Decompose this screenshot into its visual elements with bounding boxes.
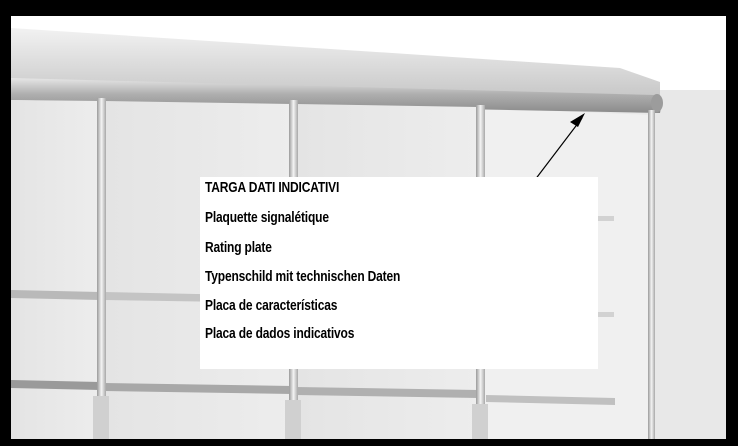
shelf <box>296 387 478 398</box>
label-french: Plaquette signalétique <box>205 209 329 226</box>
post-base <box>285 400 301 439</box>
label-german: Typenschild mit technischen Daten <box>205 268 401 285</box>
rating-plate-callout: TARGA DATI INDICATIVI Plaquette signalét… <box>200 177 598 369</box>
label-portuguese: Placa de dados indicativos <box>205 325 355 342</box>
side-tab <box>598 312 614 317</box>
label-spanish: Placa de características <box>205 297 338 314</box>
callout-arrowhead <box>570 113 585 127</box>
shelf <box>104 383 292 394</box>
label-english: Rating plate <box>205 239 272 256</box>
post-base <box>93 396 109 439</box>
post-base <box>472 404 488 439</box>
shelf <box>486 395 615 405</box>
side-tab <box>598 216 614 221</box>
shelf <box>11 290 100 300</box>
vertical-post <box>648 110 655 439</box>
top-rail <box>11 78 662 113</box>
top-surface <box>11 28 660 96</box>
vertical-post <box>97 98 106 439</box>
rail-end-cap <box>651 94 663 112</box>
label-italian: TARGA DATI INDICATIVI <box>205 179 340 196</box>
shelf <box>11 380 100 390</box>
door-panel <box>11 100 100 439</box>
